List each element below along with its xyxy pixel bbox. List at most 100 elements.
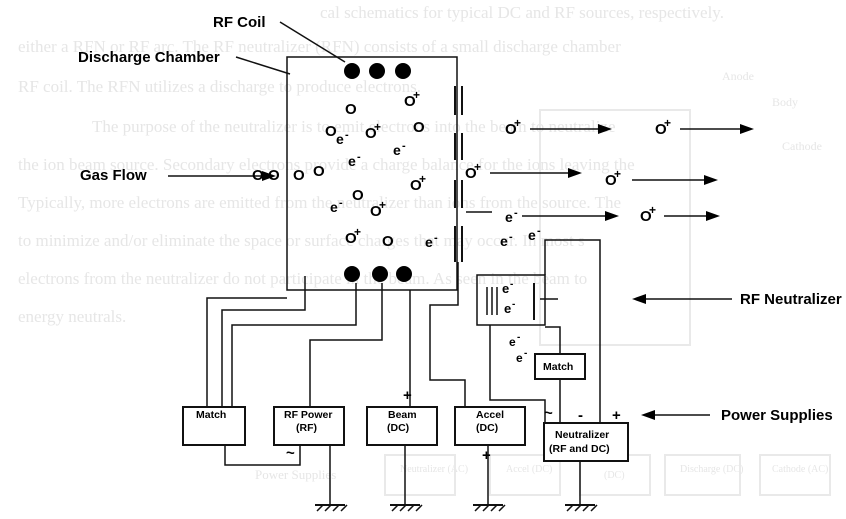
neut-electron-1-charge: - — [510, 279, 513, 290]
beam-electron-2-charge: - — [509, 231, 513, 243]
match-right-label: Match — [543, 361, 573, 373]
neutral-1: O — [345, 101, 357, 118]
wire-match-coil-a — [231, 283, 357, 408]
bg-source-outline — [539, 109, 691, 346]
bg-line-9: energy neutrals. — [18, 307, 126, 326]
wiring — [206, 239, 601, 505]
beam-type: (DC) — [387, 422, 409, 434]
beam-electron-1-charge: - — [514, 207, 518, 219]
electron-3-charge: - — [357, 151, 361, 163]
beam-label: Beam — [388, 409, 417, 421]
neutralizer-box: Neutralizer (RF and DC) — [543, 422, 629, 462]
extraction-grids — [454, 86, 463, 262]
discharge-chamber-label: Discharge Chamber — [78, 49, 220, 66]
accel-box: Accel (DC) — [454, 406, 526, 446]
match-right-box: Match — [534, 353, 586, 380]
neutral-4: O — [352, 187, 364, 204]
ion-5: O — [345, 230, 357, 247]
coil-dot-bottom-3 — [396, 266, 412, 282]
beam-box: Beam (DC) — [366, 406, 438, 446]
bg-box-2 — [489, 454, 561, 496]
beam-ion-2-charge: + — [664, 116, 671, 130]
coil-dot-top-2 — [369, 63, 385, 79]
neutral-2: O — [325, 123, 337, 140]
beam-arrowhead-4 — [704, 175, 718, 185]
match-left-box: Match — [182, 406, 246, 446]
electron-4-charge: - — [339, 197, 343, 209]
bg-line-4: The purpose of the neutralizer is to emi… — [92, 117, 616, 136]
bg-line-5: the ion beam source. Secondary electrons… — [18, 155, 635, 174]
rf-power-label: RF Power — [284, 409, 332, 421]
beam-plus-sign: + — [403, 387, 412, 404]
electron-5-charge: - — [434, 232, 438, 244]
wire-match-rfpower — [224, 444, 301, 466]
electron-1-charge: - — [345, 129, 349, 141]
coil-dot-top-1 — [344, 63, 360, 79]
bg-line-8: electrons from the neutralizer do not pa… — [18, 269, 587, 288]
neutral-gas-2: O — [268, 167, 280, 184]
ion-2-charge: + — [374, 120, 381, 134]
beam-ion-4: O — [605, 172, 617, 189]
rf-coil-pointer — [279, 21, 346, 63]
coil-dot-bottom-1 — [344, 266, 360, 282]
neut-minus-sign: - — [578, 407, 583, 424]
rf-neutralizer-arrowhead — [632, 294, 646, 304]
neutral-gas-4: O — [313, 163, 325, 180]
ion-2: O — [365, 125, 377, 142]
beam-electron-2: e — [500, 233, 508, 249]
wire-match-neutcoil — [545, 326, 561, 355]
beam-arrowhead-3 — [568, 168, 582, 178]
neutralizer-chamber — [476, 274, 546, 326]
neut-electron-3: e — [509, 335, 516, 349]
rf-tilde-sign: ~ — [286, 445, 295, 462]
wire-neut-body — [489, 325, 546, 423]
bg-box-4 — [664, 454, 741, 496]
electron-2: e — [393, 142, 401, 158]
bg-line-6: Typically, more electrons are emitted fr… — [18, 193, 621, 212]
neut-electron-1: e — [502, 281, 509, 296]
bg-label-power-supplies: Power Supplies — [255, 467, 336, 482]
ion-1-charge: + — [413, 88, 420, 102]
bg-label-neutralizer: Neutralizer (AC) — [400, 464, 468, 475]
ion-4-charge: + — [379, 198, 386, 212]
bg-label-accel: Accel (DC) — [506, 464, 552, 475]
wire-match-coil-b — [221, 276, 306, 408]
rf-neutralizer-device: e - e - e - e - — [476, 274, 558, 365]
wire-rfpower-coil — [309, 283, 383, 408]
bg-box-5 — [759, 454, 831, 496]
neut-electron-4: e — [516, 351, 523, 365]
neut-tilde-sign: ~ — [544, 405, 553, 422]
electron-2-charge: - — [402, 140, 406, 152]
neutral-gas-3: O — [293, 167, 305, 184]
beam-ion-4-charge: + — [614, 167, 621, 181]
ion-beam: O + O + O + O + e - O + e - e - — [465, 116, 754, 249]
beam-arrowhead-1 — [598, 124, 612, 134]
rf-neutralizer-label: RF Neutralizer — [740, 291, 842, 308]
accel-plus-sign: + — [482, 447, 491, 464]
bg-label-dc: (DC) — [604, 470, 625, 481]
neut-electron-3-charge: - — [517, 332, 520, 343]
ion-3-charge: + — [419, 172, 426, 186]
ground-symbol-accel — [473, 504, 506, 512]
beam-ion-5-charge: + — [649, 203, 656, 217]
bg-line-7: to minimize and/or eliminate the space o… — [18, 231, 585, 250]
ground-symbol-beam — [390, 504, 423, 512]
gas-flow-arrowhead — [262, 171, 276, 181]
ion-3: O — [410, 177, 422, 194]
wire-accel-grid — [429, 262, 466, 408]
electron-4: e — [330, 199, 338, 215]
bg-label-body: Body — [772, 95, 798, 109]
beam-arrowhead-5 — [605, 211, 619, 221]
bg-label-cathode-ac: Cathode (AC) — [772, 464, 828, 475]
bg-line-1: cal schematics for typical DC and RF sou… — [320, 3, 724, 22]
ground-symbol-neut — [565, 504, 598, 512]
neutral-5: O — [382, 233, 394, 250]
beam-ion-3: O — [465, 165, 477, 182]
beam-ion-1-charge: + — [514, 116, 521, 130]
electron-5: e — [425, 234, 433, 250]
ground-symbols — [315, 504, 598, 512]
rf-power-box: RF Power (RF) — [273, 406, 345, 446]
accel-label: Accel — [476, 409, 504, 421]
beam-electron-1: e — [505, 209, 513, 225]
rf-power-type: (RF) — [296, 422, 317, 434]
